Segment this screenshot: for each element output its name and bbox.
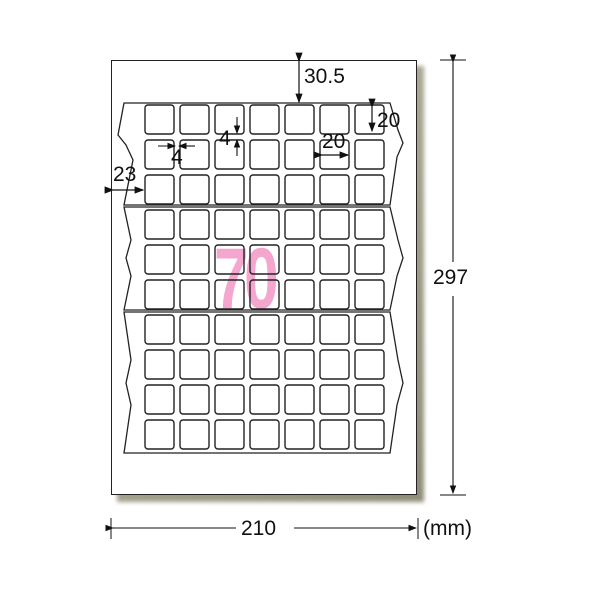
label-cell bbox=[214, 209, 245, 240]
label-cell bbox=[179, 384, 210, 415]
label-cell bbox=[214, 174, 245, 205]
label-cell bbox=[144, 384, 175, 415]
label-cell bbox=[179, 104, 210, 135]
label-cell bbox=[214, 104, 245, 135]
label-cell bbox=[354, 139, 385, 170]
label-cell bbox=[354, 279, 385, 310]
label-cell bbox=[249, 349, 280, 380]
label-cell bbox=[319, 104, 350, 135]
label-cell bbox=[249, 139, 280, 170]
label-cell bbox=[284, 314, 315, 345]
label-cell bbox=[354, 349, 385, 380]
label-cell bbox=[354, 174, 385, 205]
label-cell bbox=[354, 419, 385, 450]
a4-sheet bbox=[111, 60, 417, 495]
label-cell bbox=[284, 104, 315, 135]
label-cell bbox=[179, 209, 210, 240]
label-cell bbox=[354, 384, 385, 415]
group-outlines bbox=[117, 102, 404, 454]
unit-label: (mm) bbox=[423, 517, 472, 540]
label-cell bbox=[214, 384, 245, 415]
label-height-dimension: 20 bbox=[377, 109, 401, 132]
label-cell bbox=[319, 314, 350, 345]
label-cell bbox=[249, 314, 280, 345]
label-cell bbox=[144, 244, 175, 275]
label-cell bbox=[249, 104, 280, 135]
label-cell bbox=[319, 384, 350, 415]
label-cell bbox=[179, 139, 210, 170]
label-cell bbox=[144, 419, 175, 450]
label-cell bbox=[319, 244, 350, 275]
label-cell bbox=[284, 244, 315, 275]
label-cell bbox=[319, 279, 350, 310]
label-cell bbox=[214, 349, 245, 380]
label-count: 70 bbox=[214, 231, 279, 327]
left-margin-dimension: 23 bbox=[113, 163, 137, 186]
label-cell bbox=[354, 314, 385, 345]
label-cell bbox=[354, 244, 385, 275]
label-cell bbox=[179, 174, 210, 205]
sheet-height-dimension: 297 bbox=[433, 266, 469, 289]
label-cell bbox=[214, 139, 245, 170]
label-cell bbox=[354, 209, 385, 240]
label-cell bbox=[144, 139, 175, 170]
top-margin-dimension: 30.5 bbox=[304, 65, 345, 88]
horizontal-gap-dimension: 4 bbox=[171, 146, 183, 169]
label-cell bbox=[319, 174, 350, 205]
label-cell bbox=[179, 279, 210, 310]
label-cell bbox=[249, 419, 280, 450]
vertical-gap-dimension: 4 bbox=[219, 127, 231, 150]
label-cell bbox=[144, 174, 175, 205]
label-cell bbox=[214, 244, 245, 275]
label-cell bbox=[319, 419, 350, 450]
label-cell bbox=[284, 279, 315, 310]
label-cell bbox=[214, 279, 245, 310]
label-cell bbox=[284, 174, 315, 205]
label-cell bbox=[249, 384, 280, 415]
label-cell bbox=[284, 209, 315, 240]
label-cell bbox=[144, 314, 175, 345]
label-cell bbox=[284, 384, 315, 415]
label-cell bbox=[144, 104, 175, 135]
label-cell bbox=[284, 349, 315, 380]
label-cell bbox=[284, 419, 315, 450]
sheet-width-dimension: 210 bbox=[241, 517, 277, 540]
label-cell bbox=[144, 209, 175, 240]
label-cell bbox=[249, 174, 280, 205]
label-cell bbox=[144, 279, 175, 310]
label-cell bbox=[179, 244, 210, 275]
label-cell bbox=[319, 209, 350, 240]
label-cell bbox=[179, 419, 210, 450]
label-cell bbox=[144, 349, 175, 380]
label-cell bbox=[249, 244, 280, 275]
label-cell bbox=[179, 349, 210, 380]
label-cell bbox=[319, 349, 350, 380]
label-cell bbox=[214, 419, 245, 450]
label-cell bbox=[284, 139, 315, 170]
label-cell bbox=[249, 209, 280, 240]
label-cell bbox=[179, 314, 210, 345]
label-cells bbox=[144, 104, 385, 450]
label-cell bbox=[249, 279, 280, 310]
label-width-dimension: 20 bbox=[322, 130, 346, 153]
label-cell bbox=[214, 314, 245, 345]
